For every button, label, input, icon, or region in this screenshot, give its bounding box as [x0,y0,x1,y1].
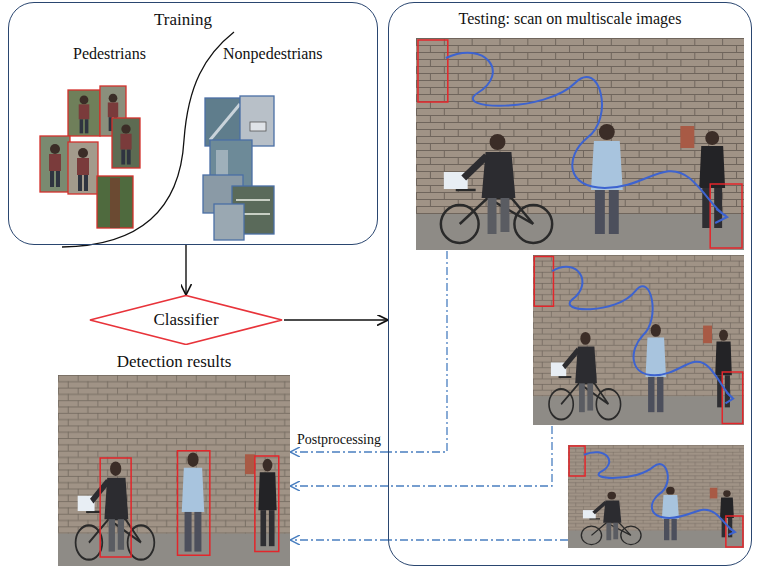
test-image-medium [533,255,744,425]
nonpedestrian-photos [203,96,274,240]
postprocessing-arrow [290,539,388,540]
panel-heading: Testing: scan on multiscale images [389,10,751,28]
test-image-large [416,38,744,250]
panel-heading: Training [154,10,212,30]
edge-label: Postprocessing [297,432,381,448]
decision-diamond: Classifier [88,295,284,345]
postprocessing-feed-lines [389,251,568,540]
postprocessing-arrow [290,451,388,452]
pedestrian-photos [40,86,140,228]
class-label: Nonpedestrians [223,45,323,63]
testing-panel: Testing: scan on multiscale images [388,2,752,566]
diamond-label: Classifier [88,310,284,330]
postprocessing-arrow [290,485,388,486]
result-image-box: Detection results [58,352,290,566]
result-heading: Detection results [58,352,290,372]
detection-image [58,375,290,566]
flow-arrow [284,319,388,320]
flow-arrow [185,245,186,295]
class-label: Pedestrians [73,45,146,63]
training-panel: TrainingPedestrians Nonpedestrians [8,2,378,245]
test-image-small [568,445,744,548]
